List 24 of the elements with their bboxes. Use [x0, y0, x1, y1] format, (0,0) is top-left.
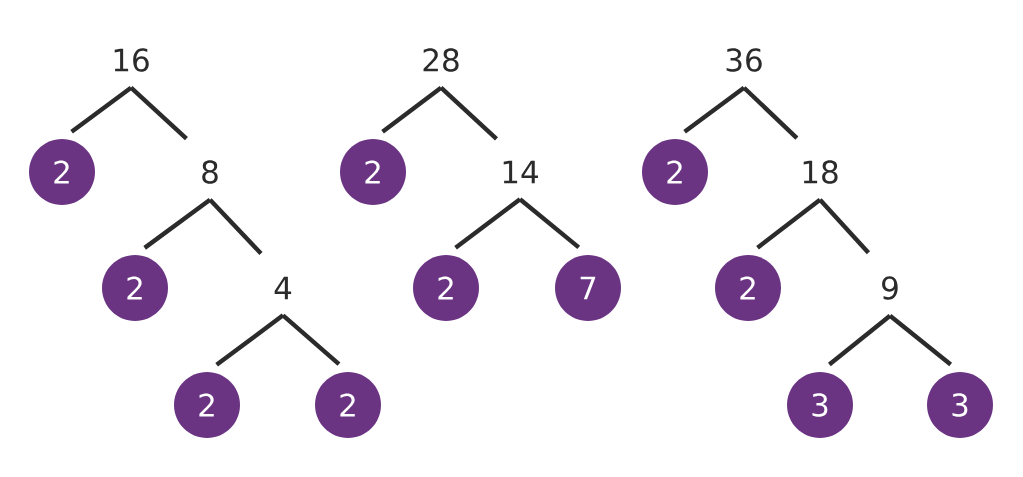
- branch-line: [281, 313, 341, 366]
- number-label: 14: [503, 160, 538, 184]
- branch-line: [818, 198, 871, 255]
- branch-line: [143, 197, 212, 250]
- branch-line: [208, 198, 263, 255]
- branch-line: [888, 314, 953, 367]
- branch-line: [454, 197, 522, 250]
- number-label: 9: [882, 276, 898, 300]
- number-label: 36: [726, 48, 762, 72]
- number-label: 4: [274, 276, 292, 300]
- branch-line: [827, 314, 892, 367]
- number-label: 28: [423, 48, 459, 72]
- number-label: 8: [202, 160, 218, 184]
- branch-line: [518, 197, 581, 250]
- branch-line: [129, 86, 188, 141]
- branch-line: [70, 85, 133, 134]
- branch-line: [439, 86, 498, 141]
- branch-line: [742, 86, 799, 140]
- branch-line: [381, 85, 443, 134]
- branch-line: [756, 198, 822, 250]
- number-label: 18: [803, 160, 838, 184]
- branch-line: [683, 85, 746, 134]
- number-label: 16: [114, 48, 149, 72]
- branch-line: [215, 313, 285, 367]
